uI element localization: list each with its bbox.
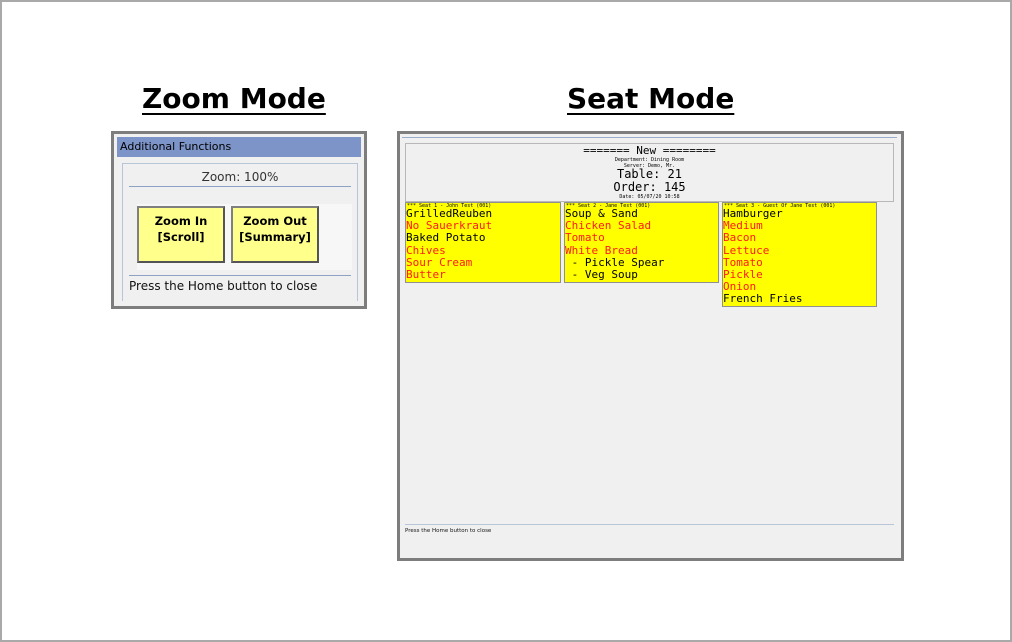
seat-item: Butter [406,267,446,281]
zoom-in-label: Zoom In [154,214,208,228]
seat-item: Sour Cream [406,255,473,269]
seat-item: Bacon [723,231,757,245]
zoom-out-shortcut: [Summary] [239,230,311,244]
divider [129,275,351,276]
seat-item: Tomato [565,231,605,245]
zoom-functions-panel: Additional Functions Zoom: 100% Zoom In … [111,131,367,309]
panel-titlebar: Additional Functions [117,137,361,157]
zoom-mode-heading: Zoom Mode [142,82,326,115]
seat-card[interactable]: *** Seat 3 - Guest Of Jane Test (001) Ha… [722,202,877,307]
divider [405,524,894,525]
seat-item: Medium [723,219,763,233]
seat-mode-heading: Seat Mode [567,82,735,115]
department-label: Department: Dining Room [614,157,685,163]
seat-card[interactable]: *** Seat 2 - Jane Test (001) Soup & Sand… [564,202,719,283]
divider [129,186,351,187]
seat-item: French Fries [723,292,803,306]
order-number: Order: 145 [613,180,686,194]
zoom-level-label: Zoom: 100% [201,170,279,184]
seat-item: No Sauerkraut [406,219,493,233]
seat-item: Chicken Salad [565,219,652,233]
zoom-in-button[interactable]: Zoom In [Scroll] [137,206,225,263]
seat-item: Chives [406,243,446,257]
seat-mode-panel: ======= New ======== Department: Dining … [397,131,904,561]
seat-item: Lettuce [723,243,770,257]
zoom-button-area: Zoom In [Scroll] Zoom Out [Summary] [137,204,352,270]
seat-label: *** Seat 2 - Jane Test (001) [566,203,651,209]
order-status: ======= New ======== [583,144,716,157]
close-hint: Press the Home button to close [405,528,492,534]
divider [402,137,897,138]
seat-item: Soup & Sand [565,207,638,220]
seat-item: Baked Potato [406,231,486,245]
close-hint: Press the Home button to close [129,279,318,293]
seat-item: Tomato [723,255,763,269]
seat-item: - Pickle Spear [565,255,665,269]
order-header: ======= New ======== Department: Dining … [405,143,894,202]
seat-item: - Veg Soup [565,267,638,281]
zoom-out-button[interactable]: Zoom Out [Summary] [231,206,319,263]
order-date: Date: 05/07/20 10:58 [619,194,680,200]
zoom-in-shortcut: [Scroll] [157,230,205,244]
seat-label: *** Seat 3 - Guest Of Jane Test (001) [724,203,836,209]
seat-label: *** Seat 1 - John Test (001) [407,203,492,209]
server-label: Server: Demo, Mr. [623,163,676,169]
zoom-out-label: Zoom Out [243,214,307,228]
seat-item: White Bread [565,243,638,257]
table-number: Table: 21 [616,167,683,181]
seat-item: Pickle [723,267,763,281]
seat-item: Hamburger [723,207,783,220]
seat-item: Onion [723,280,757,294]
seat-item: GrilledReuben [406,207,493,220]
seat-card[interactable]: *** Seat 1 - John Test (001) GrilledReub… [405,202,561,283]
zoom-panel-body: Zoom: 100% Zoom In [Scroll] Zoom Out [Su… [122,163,358,301]
